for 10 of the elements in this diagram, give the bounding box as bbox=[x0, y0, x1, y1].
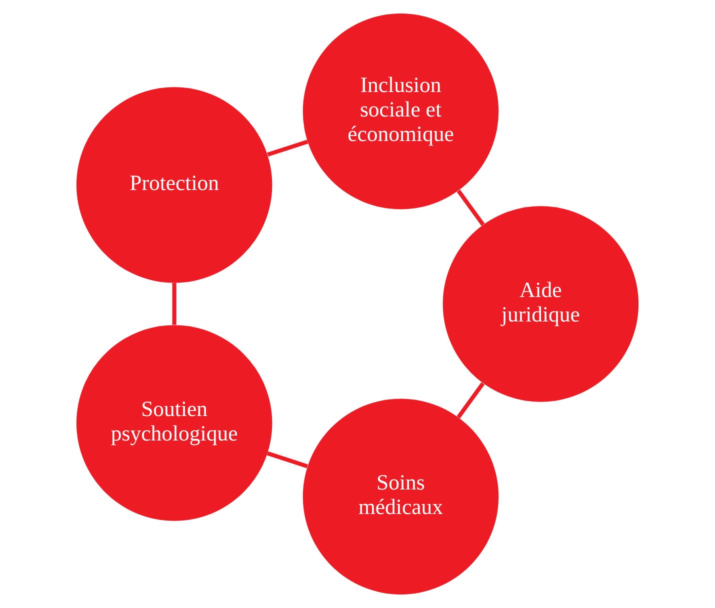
connector bbox=[266, 451, 308, 468]
node-circle: Soins médicaux bbox=[302, 398, 499, 594]
node-circle: Soutien psychologique bbox=[76, 325, 272, 521]
connector bbox=[456, 190, 485, 226]
connector bbox=[267, 140, 308, 157]
connector bbox=[172, 282, 176, 325]
node-circle: Inclusion sociale et économique bbox=[302, 14, 499, 210]
node-circle: Aide juridique bbox=[442, 206, 639, 402]
connector bbox=[456, 382, 485, 419]
node-circle: Protection bbox=[76, 87, 272, 283]
